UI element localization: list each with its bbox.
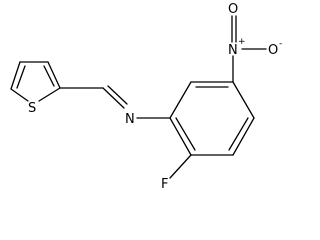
bond-ring-fluorine: [169, 154, 192, 179]
atom-label-nitro-oxygen-top: O: [228, 2, 238, 17]
bond-c3-c4: [232, 81, 255, 119]
substituent-bonds: [169, 15, 267, 179]
bond-ch-n-double: [107, 85, 128, 105]
atom-label-fluorine: F: [161, 177, 168, 192]
bond-c5-s: [10, 88, 29, 102]
bond-c2-c3-inner: [43, 65, 55, 87]
atom-label-sulfur: S: [28, 101, 36, 116]
charge-nitro-nitrogen: +: [238, 37, 246, 47]
atom-label-imine-nitrogen: N: [125, 112, 135, 127]
structure-diagram: S N N + O O - F: [10, 2, 282, 192]
thiophene-ring: [10, 61, 61, 102]
bond-c4-c5: [232, 117, 255, 156]
imine-linker: [59, 85, 171, 119]
bond-c1-c2: [169, 81, 192, 119]
bond-c6-c1: [169, 117, 192, 156]
bond-c4-c5-inner: [16, 65, 26, 89]
atom-label-nitro-oxygen-right: O: [268, 43, 278, 58]
bond-c4-c5-inner: [228, 117, 249, 151]
atom-label-nitro-nitrogen: N: [228, 43, 238, 58]
atom-labels: S N N + O O - F: [28, 2, 282, 192]
bond-c2-c3: [47, 61, 61, 89]
benzene-ring: [169, 81, 255, 156]
bond-c4-c5: [10, 61, 21, 90]
bond-s-c2: [38, 87, 61, 102]
charge-nitro-oxygen: -: [279, 39, 282, 49]
bond-c6-c1-inner: [175, 117, 196, 151]
bond-ch-n: [102, 87, 125, 109]
